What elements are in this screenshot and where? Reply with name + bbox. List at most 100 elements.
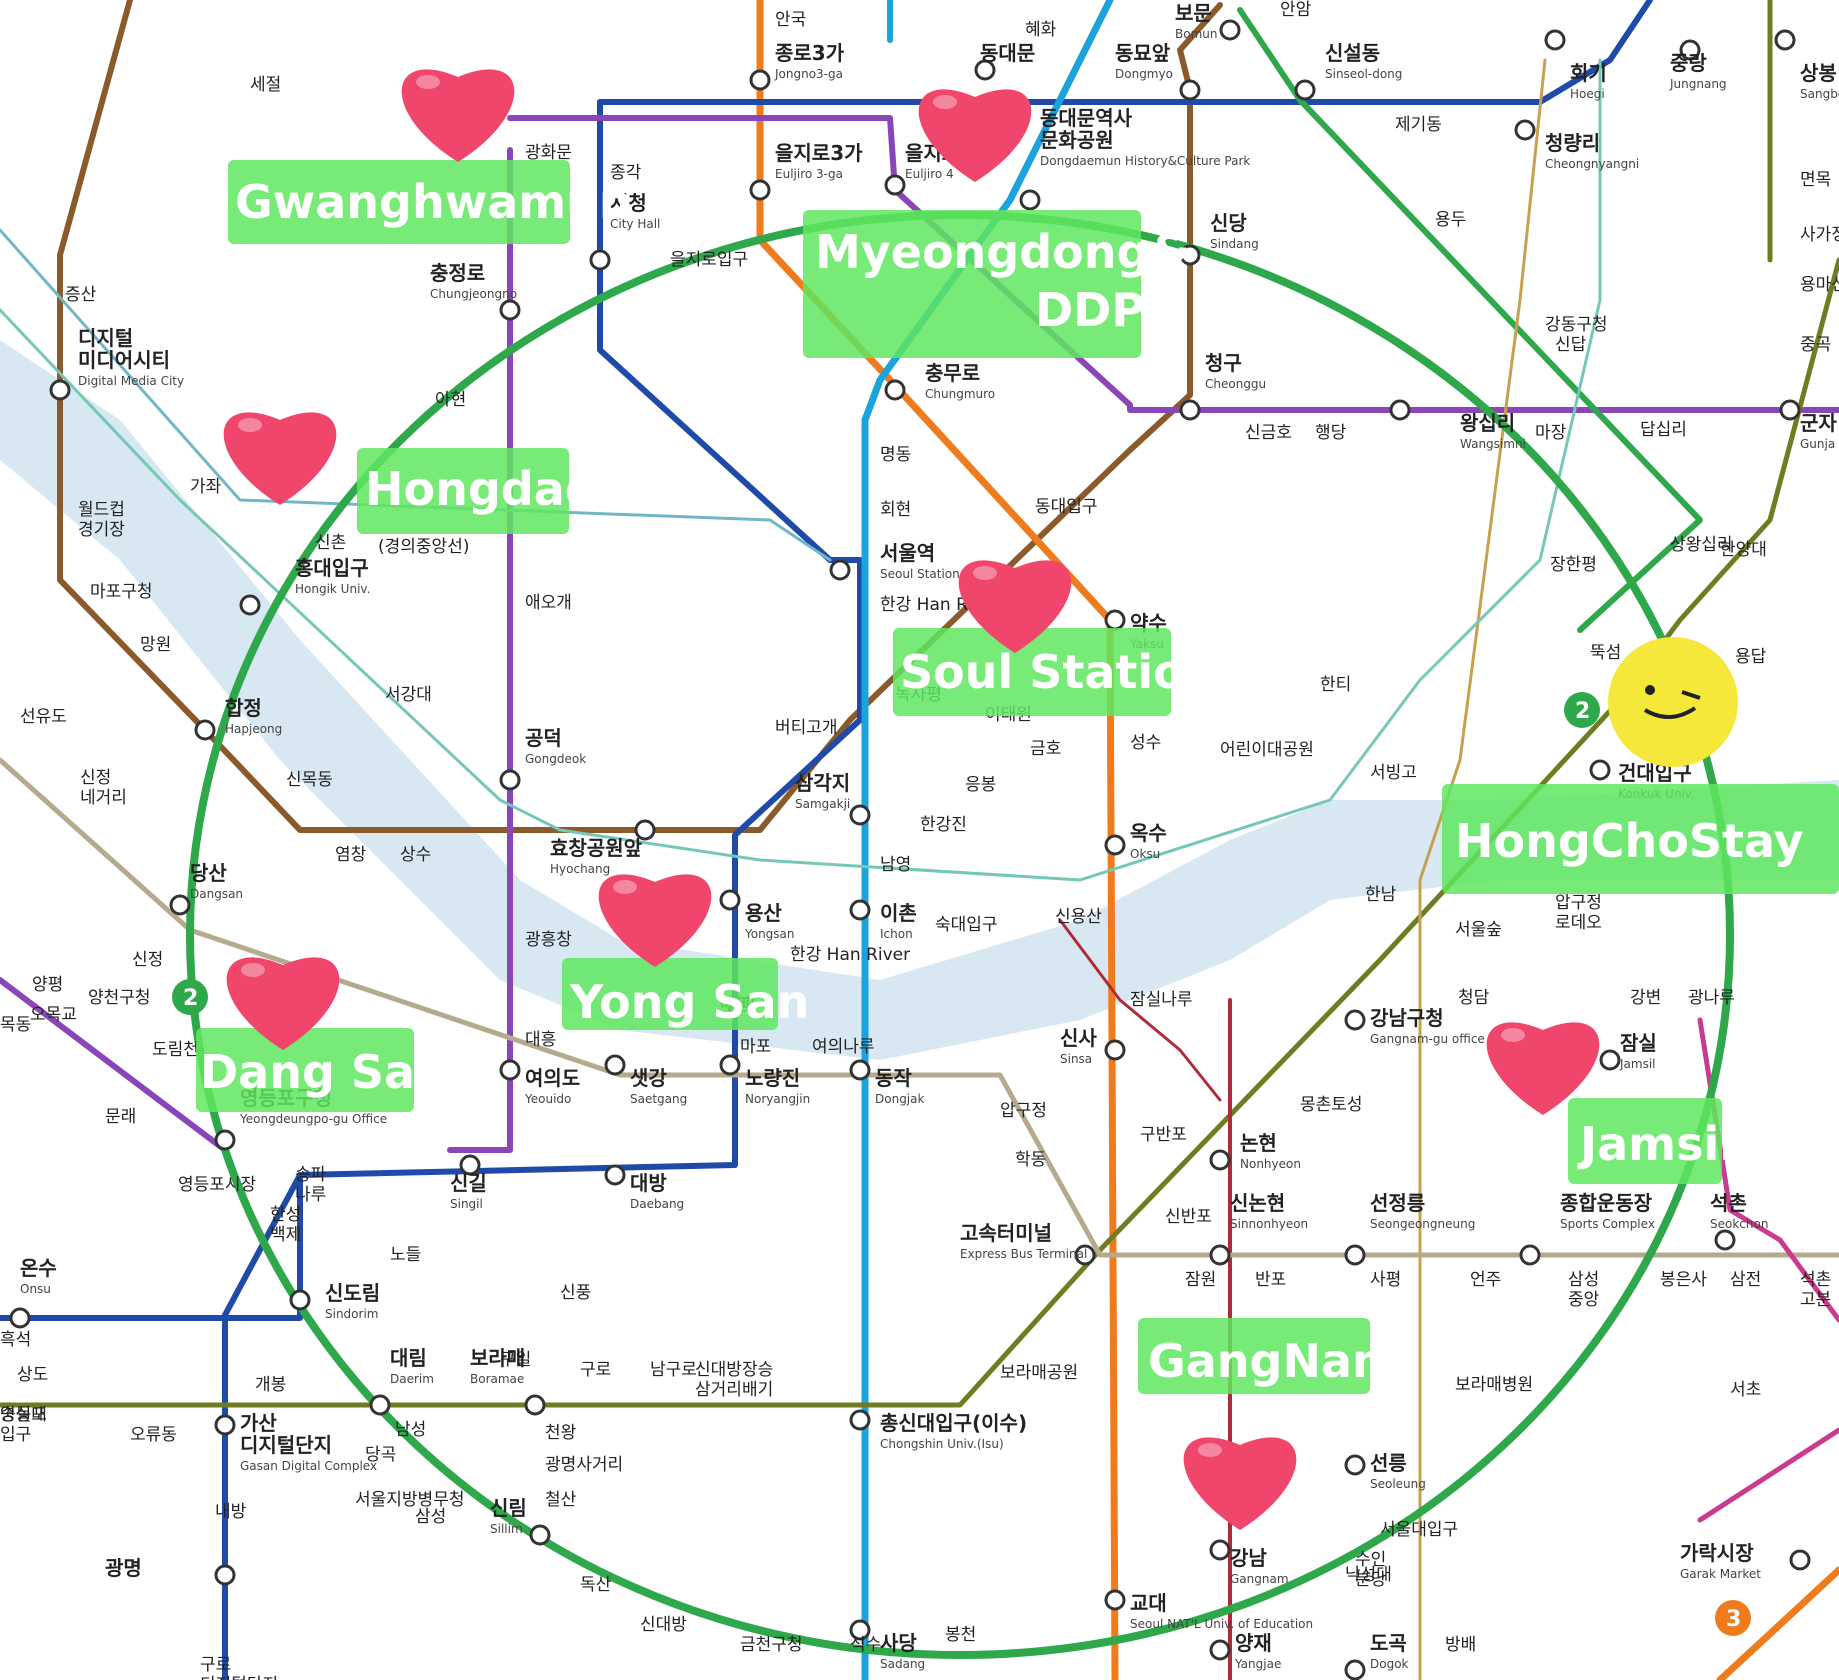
station-marker[interactable]: [9, 1307, 31, 1329]
station-marker[interactable]: [589, 249, 611, 271]
station-marker[interactable]: [214, 1414, 236, 1436]
station-name-ko: 잠실: [1620, 1031, 1657, 1055]
station-marker[interactable]: [1179, 399, 1201, 421]
station-marker[interactable]: [1104, 1039, 1126, 1061]
station-marker[interactable]: [1104, 1589, 1126, 1611]
heart-icon: [598, 874, 712, 967]
station-marker[interactable]: [849, 804, 871, 826]
minor-station-label: 서빙고: [1370, 763, 1417, 783]
station-marker[interactable]: [499, 299, 521, 321]
heart-icon: [223, 412, 337, 505]
station-marker[interactable]: [1389, 399, 1411, 421]
station-marker[interactable]: [1209, 1149, 1231, 1171]
minor-station-label: 반포: [1255, 1270, 1286, 1290]
station-marker[interactable]: [1104, 834, 1126, 856]
station-marker[interactable]: [884, 174, 906, 196]
highlight-jamsil[interactable]: [1568, 1098, 1722, 1184]
station-marker[interactable]: [604, 1054, 626, 1076]
station-marker[interactable]: [289, 1289, 311, 1311]
station-marker[interactable]: [829, 559, 851, 581]
station-marker[interactable]: [849, 1619, 871, 1641]
station-marker[interactable]: [1714, 1229, 1736, 1251]
station-marker[interactable]: [1544, 29, 1566, 51]
station-marker[interactable]: [1104, 609, 1126, 631]
station-marker[interactable]: [1209, 1639, 1231, 1661]
station-marker[interactable]: [749, 69, 771, 91]
station-marker[interactable]: [1599, 1049, 1621, 1071]
station-marker[interactable]: [214, 1129, 236, 1151]
station-marker[interactable]: [849, 1059, 871, 1081]
highlight-gangnam[interactable]: [1138, 1318, 1370, 1394]
station-name-en: Sinnonhyeon: [1230, 1217, 1308, 1231]
station-name-ko: 논현: [1240, 1131, 1277, 1155]
station-marker[interactable]: [1209, 1244, 1231, 1266]
station-marker[interactable]: [459, 1154, 481, 1176]
minor-station-label: 동대입구: [1035, 497, 1098, 517]
station-marker[interactable]: [884, 379, 906, 401]
station-marker[interactable]: [1519, 1244, 1541, 1266]
station-marker[interactable]: [1074, 1244, 1096, 1266]
minor-station-label: 석촌: [1800, 1270, 1831, 1290]
heart-shine: [238, 418, 262, 432]
station-marker[interactable]: [214, 1564, 236, 1586]
minor-station-label: 삼전: [1730, 1270, 1761, 1290]
minor-station-label: 서울대입구: [1380, 1520, 1458, 1540]
station-marker[interactable]: [1344, 1454, 1366, 1476]
highlight-soul-station[interactable]: [893, 628, 1171, 716]
station-name-ko: 문화공원: [1040, 128, 1114, 152]
station-name-ko: 청량리: [1545, 131, 1600, 155]
station-marker[interactable]: [719, 889, 741, 911]
highlight-dangsan[interactable]: [196, 1028, 414, 1112]
station-marker[interactable]: [499, 1059, 521, 1081]
station-name-en: Euljiro 3-ga: [775, 167, 843, 181]
line2-badge: [172, 979, 208, 1015]
station-marker[interactable]: [1179, 244, 1201, 266]
station-marker[interactable]: [719, 1054, 741, 1076]
station-marker[interactable]: [529, 1524, 551, 1546]
highlight-hongdae[interactable]: [357, 448, 569, 534]
station-marker[interactable]: [1294, 79, 1316, 101]
station-marker[interactable]: [1679, 39, 1701, 61]
station-marker[interactable]: [1514, 119, 1536, 141]
minor-station-label: 한남: [1365, 885, 1397, 905]
station-marker[interactable]: [849, 1409, 871, 1431]
minor-station-label: 잠원: [1185, 1270, 1216, 1290]
highlight-gwanghwamun[interactable]: [228, 160, 570, 244]
station-marker[interactable]: [1019, 189, 1041, 211]
station-marker[interactable]: [1344, 1009, 1366, 1031]
station-name-en: Ichon: [880, 927, 913, 941]
station-marker[interactable]: [369, 1394, 391, 1416]
station-marker[interactable]: [1209, 1539, 1231, 1561]
station-marker[interactable]: [1774, 29, 1796, 51]
station-marker[interactable]: [1779, 399, 1801, 421]
highlight-label: Dang San: [200, 1045, 448, 1099]
station-marker[interactable]: [1179, 79, 1201, 101]
station-marker[interactable]: [239, 594, 261, 616]
minor-station-label: 백제: [270, 1225, 301, 1245]
station-marker[interactable]: [169, 894, 191, 916]
minor-station-label: 구로: [580, 1360, 611, 1380]
station-marker[interactable]: [499, 769, 521, 791]
station-marker[interactable]: [1344, 1659, 1366, 1680]
highlight-myeongdong[interactable]: [803, 210, 1141, 358]
station-marker[interactable]: [1789, 1549, 1811, 1571]
station-name-ko: 을지로3가: [775, 141, 863, 165]
station-marker[interactable]: [194, 719, 216, 741]
station-name-en: City Hall: [610, 217, 660, 231]
station-marker[interactable]: [524, 1394, 546, 1416]
station-marker[interactable]: [1219, 19, 1241, 41]
station-marker[interactable]: [49, 379, 71, 401]
highlight-hongchostay[interactable]: [1442, 784, 1839, 894]
minor-station-label: 선유도: [20, 707, 67, 727]
station-name-ko: 보라매: [470, 1346, 525, 1370]
highlight-yongsan[interactable]: [562, 958, 778, 1030]
station-marker[interactable]: [1589, 759, 1611, 781]
station-marker[interactable]: [604, 1164, 626, 1186]
station-marker[interactable]: [849, 899, 871, 921]
station-marker[interactable]: [974, 59, 996, 81]
station-marker[interactable]: [749, 179, 771, 201]
minor-station-label: 아현: [435, 390, 466, 410]
minor-station-label: 서초: [1730, 1380, 1761, 1400]
station-marker[interactable]: [634, 819, 656, 841]
station-marker[interactable]: [1344, 1244, 1366, 1266]
